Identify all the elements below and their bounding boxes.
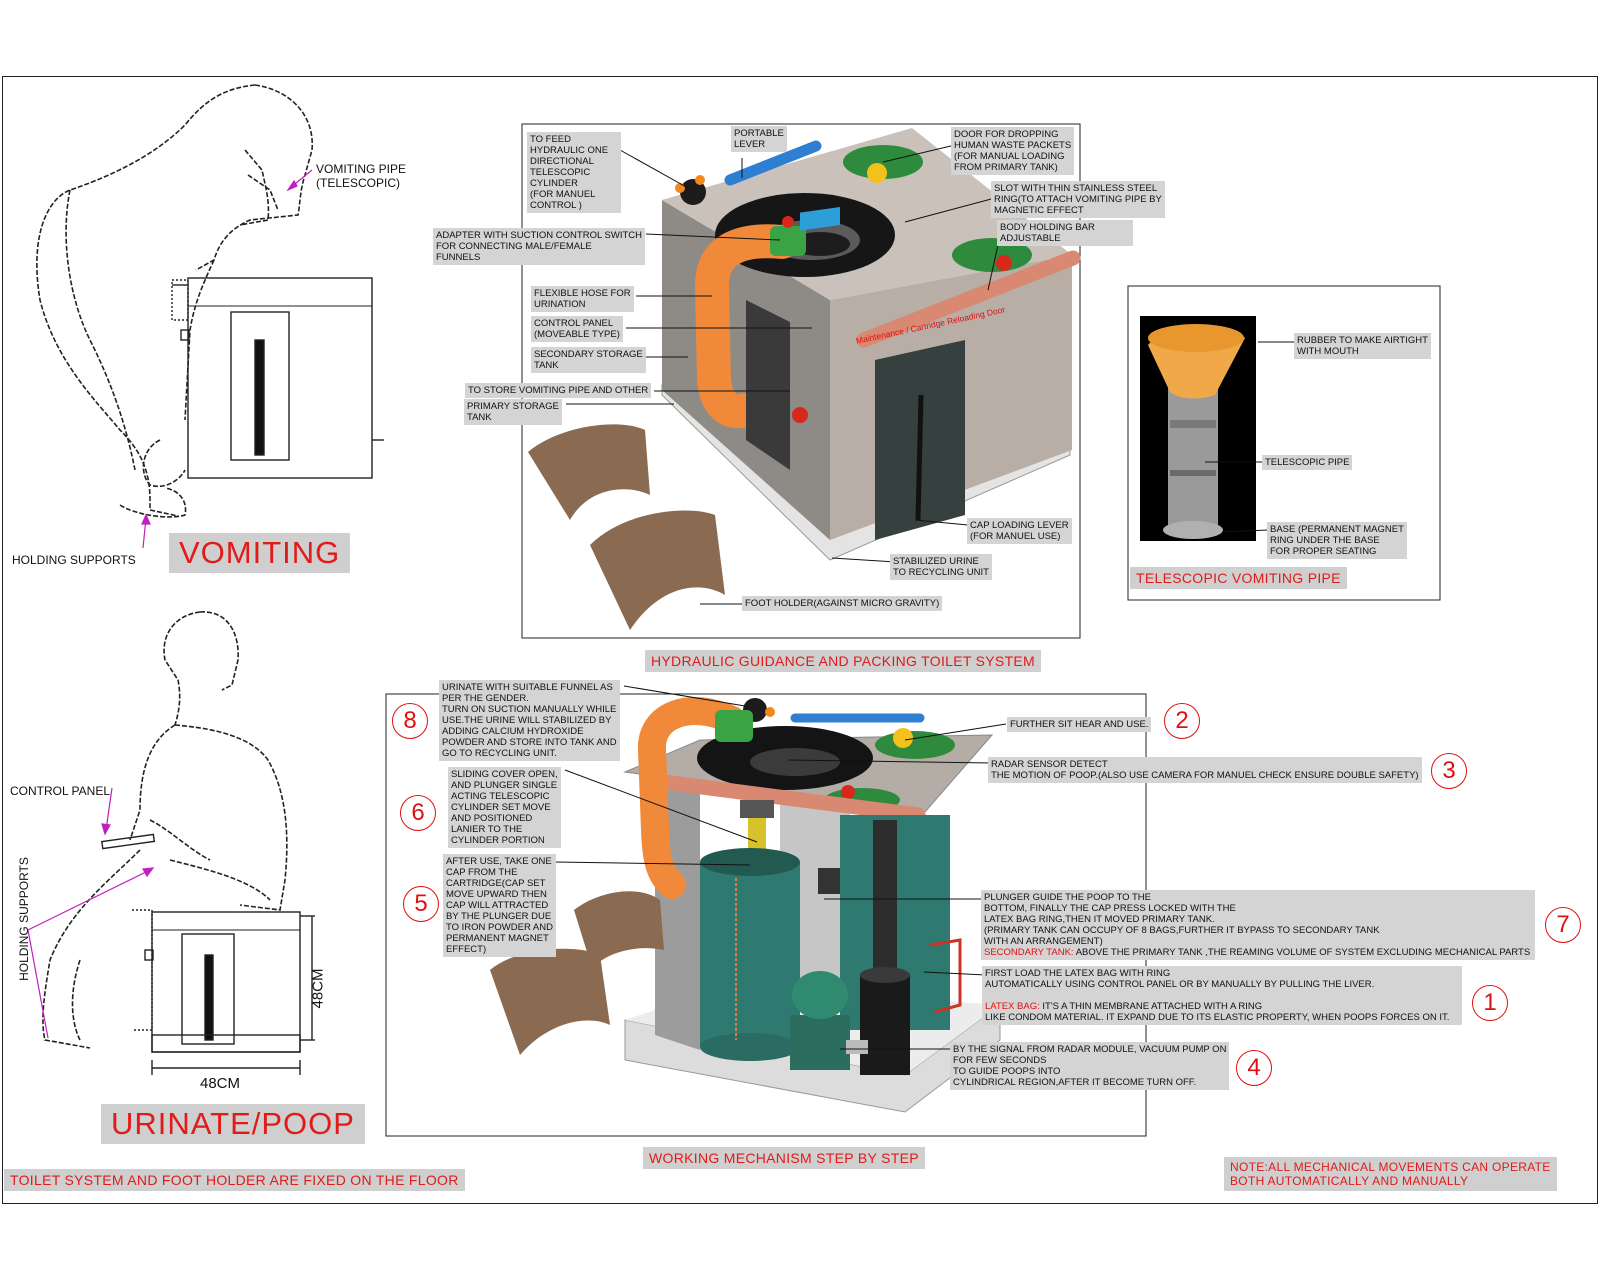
vomiting-title: VOMITING bbox=[169, 533, 351, 573]
stabilized-urine-label: STABILIZED URINE TO RECYCLING UNIT bbox=[890, 554, 992, 580]
step-7-key: SECONDARY TANK: bbox=[984, 947, 1074, 958]
telescopic-drawing-border bbox=[1127, 285, 1441, 601]
feed-cylinder-label: TO FEED HYDRAULIC ONE DIRECTIONAL TELESC… bbox=[527, 132, 621, 213]
hydraulic-leader-lines bbox=[566, 144, 1001, 605]
primary-tank-label: PRIMARY STORAGE TANK bbox=[464, 399, 562, 425]
width-dimension: 48CM bbox=[200, 1075, 241, 1092]
urinate-holding-supports-label: HOLDING SUPPORTS bbox=[16, 857, 31, 981]
slot-label: SLOT WITH THIN STAINLESS STEEL RING(TO A… bbox=[991, 181, 1165, 218]
floor-note: TOILET SYSTEM AND FOOT HOLDER ARE FIXED … bbox=[4, 1169, 465, 1191]
portable-lever-label: PORTABLE LEVER bbox=[731, 126, 787, 152]
vomiting-holding-supports-label: HOLDING SUPPORTS bbox=[12, 553, 136, 567]
adapter-label: ADAPTER WITH SUCTION CONTROL SWITCH FOR … bbox=[433, 228, 646, 265]
step-1-main: FIRST LOAD THE LATEX BAG WITH RING AUTOM… bbox=[985, 968, 1375, 990]
urinate-toilet-box bbox=[101, 833, 315, 1075]
telescopic-pipe-render bbox=[1140, 316, 1256, 541]
base-label: BASE (PERMANENT MAGNET RING UNDER THE BA… bbox=[1267, 522, 1407, 559]
hydraulic-drawing-border bbox=[521, 123, 1081, 639]
vomiting-pipe-label: VOMITING PIPE (TELESCOPIC) bbox=[316, 162, 407, 190]
mechanical-note: NOTE:ALL MECHANICAL MOVEMENTS CAN OPERAT… bbox=[1224, 1157, 1557, 1191]
cap-lever-label: CAP LOADING LEVER (FOR MANUEL USE) bbox=[967, 518, 1072, 544]
hose-label: FLEXIBLE HOSE FOR URINATION bbox=[531, 286, 634, 312]
step-5-text: AFTER USE, TAKE ONE CAP FROM THE CARTRID… bbox=[443, 854, 556, 957]
control-panel-label: CONTROL PANEL bbox=[10, 784, 111, 798]
control-panel-hyd-label: CONTROL PANEL (MOVEABLE TYPE) bbox=[531, 316, 623, 342]
telescopic-title: TELESCOPIC VOMITING PIPE bbox=[1130, 567, 1347, 589]
hydraulic-title: HYDRAULIC GUIDANCE AND PACKING TOILET SY… bbox=[645, 650, 1042, 672]
step-1-text: FIRST LOAD THE LATEX BAG WITH RING AUTOM… bbox=[982, 966, 1462, 1025]
step-3-text: RADAR SENSOR DETECT THE MOTION OF POOP.(… bbox=[988, 757, 1422, 783]
step-7-text: PLUNGER GUIDE THE POOP TO THE BOTTOM, FI… bbox=[981, 890, 1535, 960]
secondary-tank-label: SECONDARY STORAGE TANK bbox=[531, 347, 646, 373]
step-7-main: PLUNGER GUIDE THE POOP TO THE BOTTOM, FI… bbox=[984, 892, 1380, 947]
vomiting-figure-sketch bbox=[36, 84, 313, 518]
mechanism-render bbox=[490, 697, 1001, 1113]
urinate-figure-sketch bbox=[42, 611, 288, 1049]
store-pipe-label: TO STORE VOMITING PIPE AND OTHER bbox=[465, 383, 652, 398]
urinate-pointer-arrows bbox=[27, 787, 155, 1039]
step-1-key: LATEX BAG: bbox=[985, 1001, 1040, 1012]
step-number-2: 2 bbox=[1164, 703, 1200, 739]
hydraulic-toilet-render bbox=[528, 128, 1081, 630]
urinate-title: URINATE/POOP bbox=[101, 1104, 365, 1144]
step-number-4: 4 bbox=[1236, 1050, 1272, 1086]
step-6-text: SLIDING COVER OPEN, AND PLUNGER SINGLE A… bbox=[448, 767, 561, 848]
mechanism-leader-lines bbox=[554, 685, 1007, 1050]
body-bar-label: BODY HOLDING BAR ADJUSTABLE bbox=[997, 220, 1133, 246]
step-number-6: 6 bbox=[400, 795, 436, 831]
step-number-7: 7 bbox=[1545, 907, 1581, 943]
rubber-label: RUBBER TO MAKE AIRTIGHT WITH MOUTH bbox=[1294, 333, 1431, 359]
step-2-text: FURTHER SIT HEAR AND USE. bbox=[1007, 717, 1152, 732]
vomiting-pointer-arrows bbox=[141, 169, 313, 549]
telescopic-leader-lines bbox=[1205, 341, 1296, 533]
telescopic-pipe-label: TELESCOPIC PIPE bbox=[1262, 455, 1353, 470]
step-number-5: 5 bbox=[403, 886, 439, 922]
step-4-text: BY THE SIGNAL FROM RADAR MODULE, VACUUM … bbox=[950, 1042, 1230, 1090]
step-8-text: URINATE WITH SUITABLE FUNNEL AS PER THE … bbox=[439, 680, 620, 761]
mechanism-title: WORKING MECHANISM STEP BY STEP bbox=[643, 1147, 925, 1169]
door-label: DOOR FOR DROPPING HUMAN WASTE PACKETS (F… bbox=[951, 127, 1075, 175]
step-7-rest: ABOVE THE PRIMARY TANK ,THE REAMING VOLU… bbox=[1073, 947, 1531, 958]
drawing-frame bbox=[2, 76, 1598, 1204]
step-number-3: 3 bbox=[1431, 753, 1467, 789]
step-number-8: 8 bbox=[392, 703, 428, 739]
foot-holder-label: FOOT HOLDER(AGAINST MICRO GRAVITY) bbox=[742, 596, 943, 611]
step-number-1: 1 bbox=[1472, 985, 1508, 1021]
height-dimension: 48CM bbox=[309, 968, 327, 1009]
step-1-rest: IT'S A THIN MEMBRANE ATTACHED WITH A RIN… bbox=[985, 1001, 1450, 1023]
vomiting-toilet-box bbox=[171, 277, 384, 479]
